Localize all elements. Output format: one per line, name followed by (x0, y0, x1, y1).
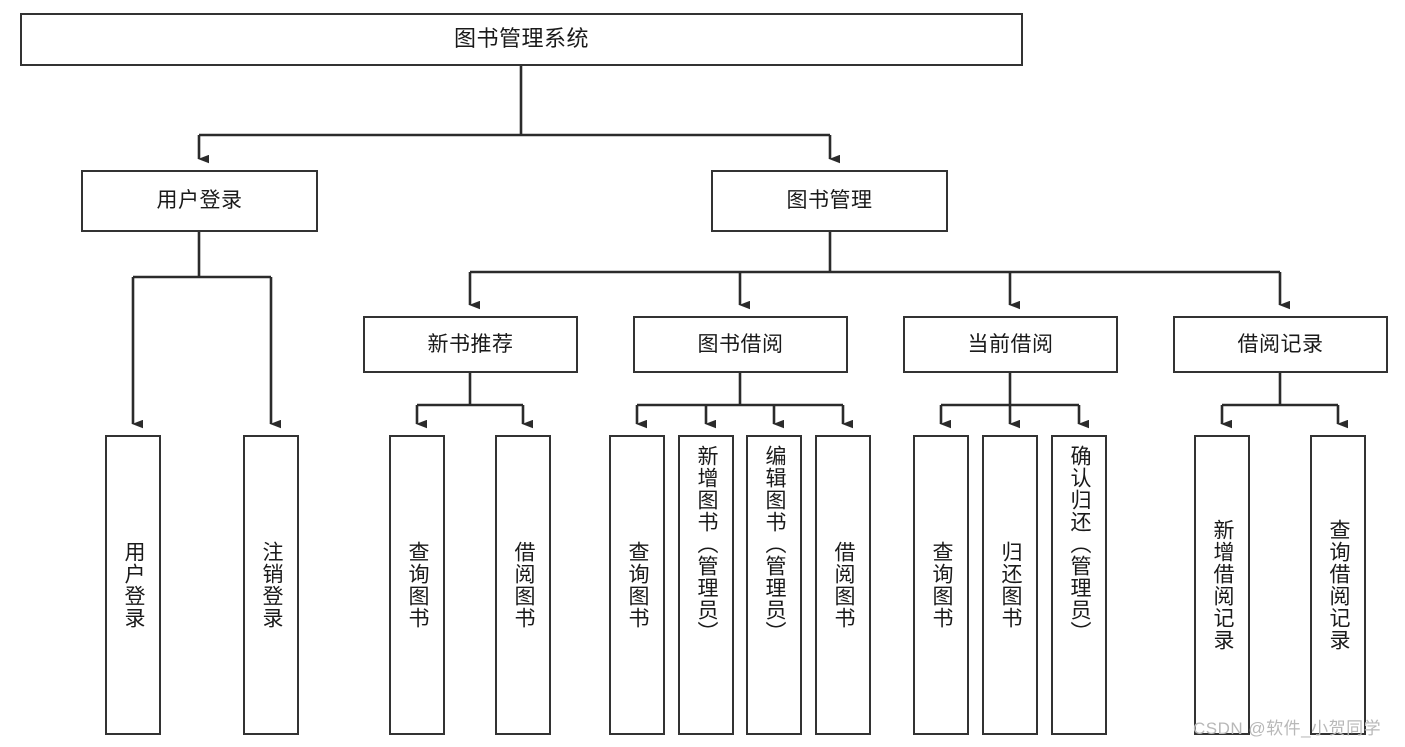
node-label: 图书管理系统 (453, 26, 589, 52)
leaf-add-book-admin[interactable]: 新增图书（管理员） (678, 435, 734, 735)
node-borrow-record[interactable]: 借阅记录 (1173, 316, 1388, 373)
node-label: 新增借阅记录 (1211, 519, 1235, 651)
leaf-confirm-return-admin[interactable]: 确认归还（管理员） (1051, 435, 1107, 735)
leaf-query-book-current[interactable]: 查询图书 (913, 435, 969, 735)
node-label: 图书借阅 (697, 332, 784, 356)
leaf-add-borrow-record[interactable]: 新增借阅记录 (1194, 435, 1250, 735)
node-label: 借阅图书 (832, 541, 856, 629)
leaf-query-book-recommend[interactable]: 查询图书 (389, 435, 445, 735)
leaf-borrow-book[interactable]: 借阅图书 (815, 435, 871, 735)
node-label: 借阅记录 (1237, 332, 1324, 356)
node-user-login[interactable]: 用户登录 (81, 170, 318, 232)
node-label: 新书推荐 (427, 332, 514, 356)
node-label: 查询借阅记录 (1327, 519, 1351, 651)
node-label: 编辑图书（管理员） (763, 445, 787, 643)
node-new-book-recommend[interactable]: 新书推荐 (363, 316, 578, 373)
csdn-watermark: CSDN @软件_小贺同学 (1193, 719, 1382, 738)
node-book-borrow[interactable]: 图书借阅 (633, 316, 848, 373)
leaf-user-login[interactable]: 用户登录 (105, 435, 161, 735)
leaf-logout[interactable]: 注销登录 (243, 435, 299, 735)
node-book-management[interactable]: 图书管理 (711, 170, 948, 232)
node-label: 用户登录 (156, 189, 243, 213)
leaf-borrow-book-recommend[interactable]: 借阅图书 (495, 435, 551, 735)
leaf-edit-book-admin[interactable]: 编辑图书（管理员） (746, 435, 802, 735)
node-label: 借阅图书 (512, 541, 536, 629)
node-label: 图书管理 (786, 189, 873, 213)
node-label: 归还图书 (999, 541, 1023, 629)
leaf-return-book[interactable]: 归还图书 (982, 435, 1038, 735)
node-label: 注销登录 (260, 541, 284, 629)
node-label: 查询图书 (930, 541, 954, 629)
node-label: 当前借阅 (967, 332, 1054, 356)
node-label: 新增图书（管理员） (695, 445, 719, 643)
node-label: 确认归还（管理员） (1068, 445, 1092, 643)
node-label: 用户登录 (122, 541, 146, 629)
node-current-borrow[interactable]: 当前借阅 (903, 316, 1118, 373)
node-root-system[interactable]: 图书管理系统 (20, 13, 1023, 66)
leaf-query-borrow-record[interactable]: 查询借阅记录 (1310, 435, 1366, 735)
node-label: 查询图书 (406, 541, 430, 629)
node-label: 查询图书 (626, 541, 650, 629)
leaf-query-book-borrow[interactable]: 查询图书 (609, 435, 665, 735)
